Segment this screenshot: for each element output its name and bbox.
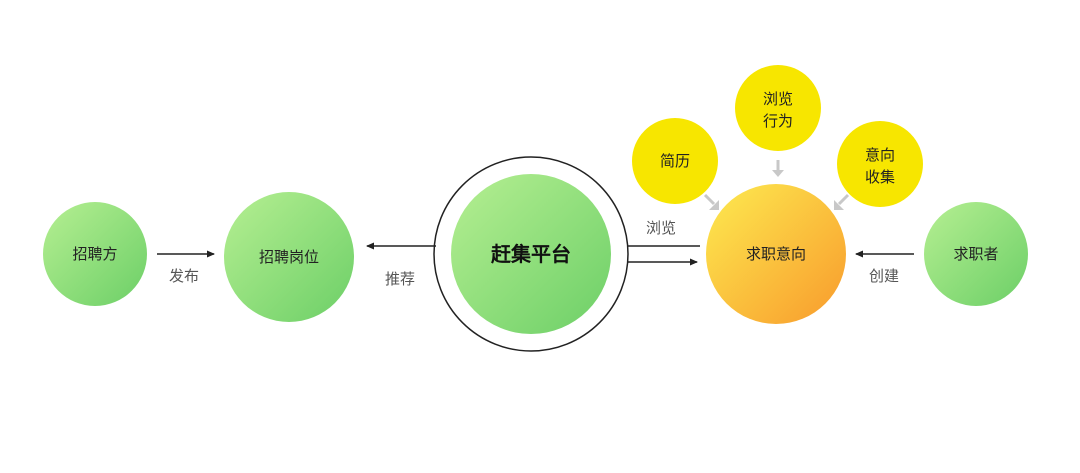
platform-ring: [433, 156, 629, 352]
edge-create: 创建: [855, 250, 914, 285]
edge-recommend: 推荐: [366, 242, 436, 288]
node-job-seeker: 求职者: [924, 202, 1028, 306]
edge-publish-label: 发布: [169, 267, 199, 285]
node-job-post-label: 招聘岗位: [259, 248, 319, 266]
node-job-post: 招聘岗位: [224, 192, 354, 322]
edge-publish: 发布: [157, 250, 215, 285]
node-recruiter-label: 招聘方: [72, 245, 117, 263]
gray-arrow-from-intent-collect: [834, 193, 850, 210]
gray-arrow-from-browse-behavior: [772, 160, 784, 177]
node-intent-collect: 意向 收集: [837, 121, 923, 207]
node-intent-collect-label-1: 意向: [865, 146, 895, 164]
node-platform-label: 赶集平台: [490, 242, 571, 266]
edge-browse: 浏览: [627, 219, 700, 266]
node-job-seeker-label: 求职者: [953, 245, 998, 263]
edge-recommend-label: 推荐: [385, 270, 415, 288]
node-job-intent: 求职意向: [706, 184, 846, 324]
node-recruiter: 招聘方: [43, 202, 147, 306]
edge-create-label: 创建: [869, 267, 899, 285]
edge-browse-label: 浏览: [646, 219, 676, 237]
node-job-intent-label: 求职意向: [746, 245, 806, 263]
node-browse-behavior-label-2: 行为: [763, 112, 793, 130]
node-browse-behavior: 浏览 行为: [735, 65, 821, 151]
node-intent-collect-label-2: 收集: [865, 168, 895, 186]
gray-arrow-from-resume: [703, 193, 719, 210]
node-resume-label: 简历: [660, 152, 690, 170]
node-resume: 简历: [632, 118, 718, 204]
node-browse-behavior-label-1: 浏览: [763, 90, 793, 108]
node-platform: 赶集平台: [433, 156, 629, 352]
